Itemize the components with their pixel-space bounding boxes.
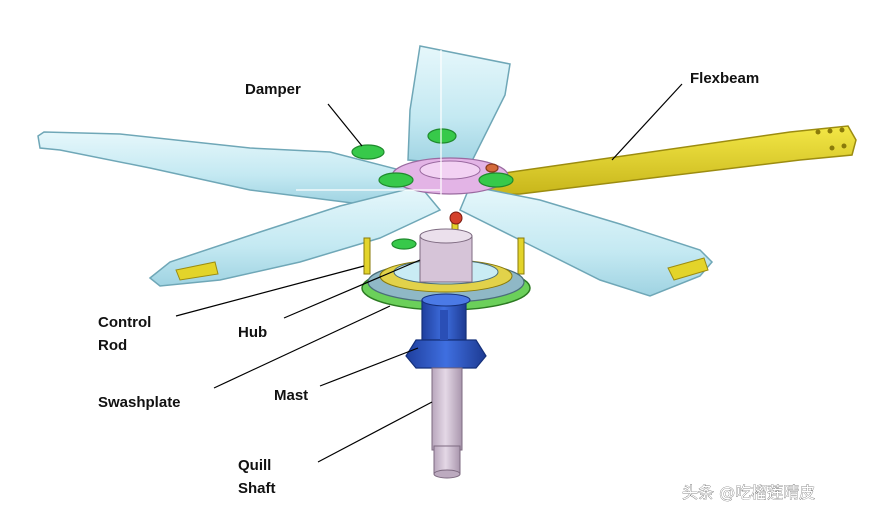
- blade-rear: [408, 46, 510, 165]
- label-quill-line1: Quill: [238, 457, 271, 474]
- label-swashplate: Swashplate: [98, 394, 181, 411]
- label-control-rod-line1: Control: [98, 314, 151, 331]
- hub-column: [420, 212, 472, 282]
- leader-damper: [328, 104, 362, 146]
- label-control-rod-line2: Rod: [98, 337, 127, 354]
- quill-shaft-part: [432, 368, 462, 478]
- leader-quill-shaft: [318, 402, 432, 462]
- label-flexbeam: Flexbeam: [690, 70, 759, 87]
- label-hub: Hub: [238, 324, 267, 341]
- label-quill-line2: Shaft: [238, 480, 276, 497]
- leader-swashplate: [214, 306, 390, 388]
- blade-left: [38, 132, 420, 204]
- label-mast: Mast: [274, 387, 308, 404]
- leader-mast: [320, 348, 418, 386]
- watermark-text: 头条 @吃榴莲晴皮: [682, 483, 815, 502]
- label-damper: Damper: [245, 81, 301, 98]
- flexbeam-arm: [470, 126, 856, 196]
